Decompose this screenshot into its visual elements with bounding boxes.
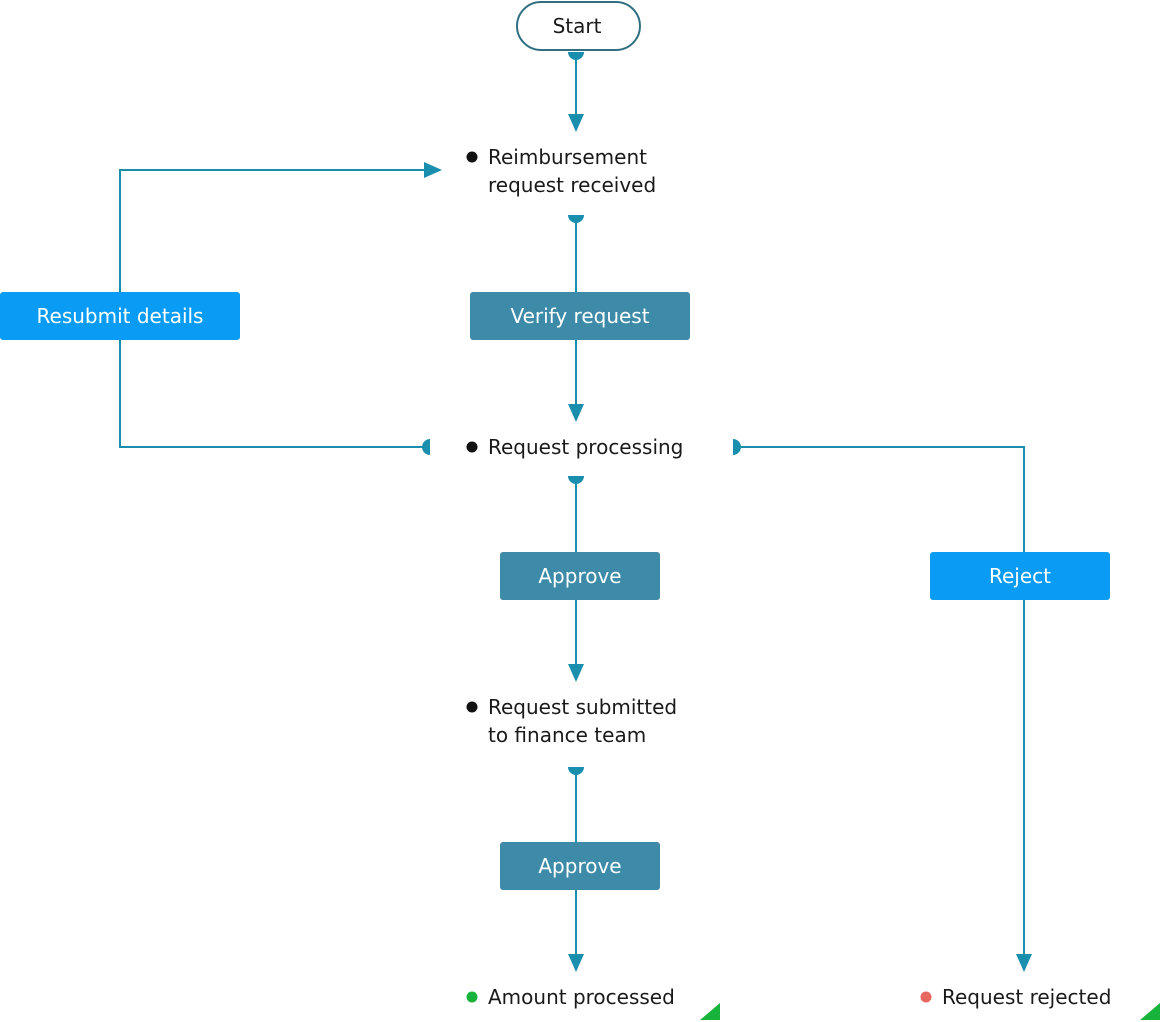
state-label-line1: Reimbursement xyxy=(488,145,647,169)
state-request-submitted[interactable]: Request submitted to finance team xyxy=(466,695,678,747)
final-state-corner-icon xyxy=(1140,1003,1160,1020)
edge-processing-to-resubmit xyxy=(119,340,430,448)
port-processing-bottom xyxy=(568,476,584,484)
edge-processing-to-reject xyxy=(733,446,1025,552)
state-dot xyxy=(466,701,478,713)
port-processing-left xyxy=(422,439,430,455)
action-approve-processing[interactable]: Approve xyxy=(500,552,660,600)
start-node[interactable]: Start xyxy=(516,1,641,51)
success-dot xyxy=(466,991,478,1003)
port-processing-right xyxy=(733,439,741,455)
state-label-line1: Request processing xyxy=(488,435,683,459)
start-label: Start xyxy=(553,14,602,38)
state-label-line1: Amount processed xyxy=(488,985,675,1009)
final-state-corner-icon xyxy=(700,1003,720,1020)
state-request-received[interactable]: Reimbursement request received xyxy=(466,145,657,197)
action-approve-finance[interactable]: Approve xyxy=(500,842,660,890)
state-request-processing[interactable]: Request processing xyxy=(466,435,684,459)
action-label: Reject xyxy=(989,564,1051,588)
state-label-line2: to finance team xyxy=(488,723,646,747)
action-reject[interactable]: Reject xyxy=(930,552,1110,600)
port-received-bottom xyxy=(568,215,584,223)
state-label-line1: Request submitted xyxy=(488,695,677,719)
edge-resubmit-to-received xyxy=(119,162,442,292)
action-label: Approve xyxy=(538,564,621,588)
state-request-rejected[interactable]: Request rejected xyxy=(920,985,1160,1020)
state-label-line1: Request rejected xyxy=(942,985,1111,1009)
state-dot xyxy=(466,441,478,453)
action-resubmit-details[interactable]: Resubmit details xyxy=(0,292,240,340)
action-verify-request[interactable]: Verify request xyxy=(470,292,690,340)
ports xyxy=(422,52,741,775)
port-start-bottom xyxy=(568,52,584,60)
action-label: Resubmit details xyxy=(37,304,204,328)
port-submitted-bottom xyxy=(568,767,584,775)
action-label: Verify request xyxy=(510,304,649,328)
state-amount-processed[interactable]: Amount processed xyxy=(466,985,721,1020)
action-label: Approve xyxy=(538,854,621,878)
edges xyxy=(119,52,1032,972)
state-label-line2: request received xyxy=(488,173,656,197)
state-dot xyxy=(466,151,478,163)
failure-dot xyxy=(920,991,932,1003)
